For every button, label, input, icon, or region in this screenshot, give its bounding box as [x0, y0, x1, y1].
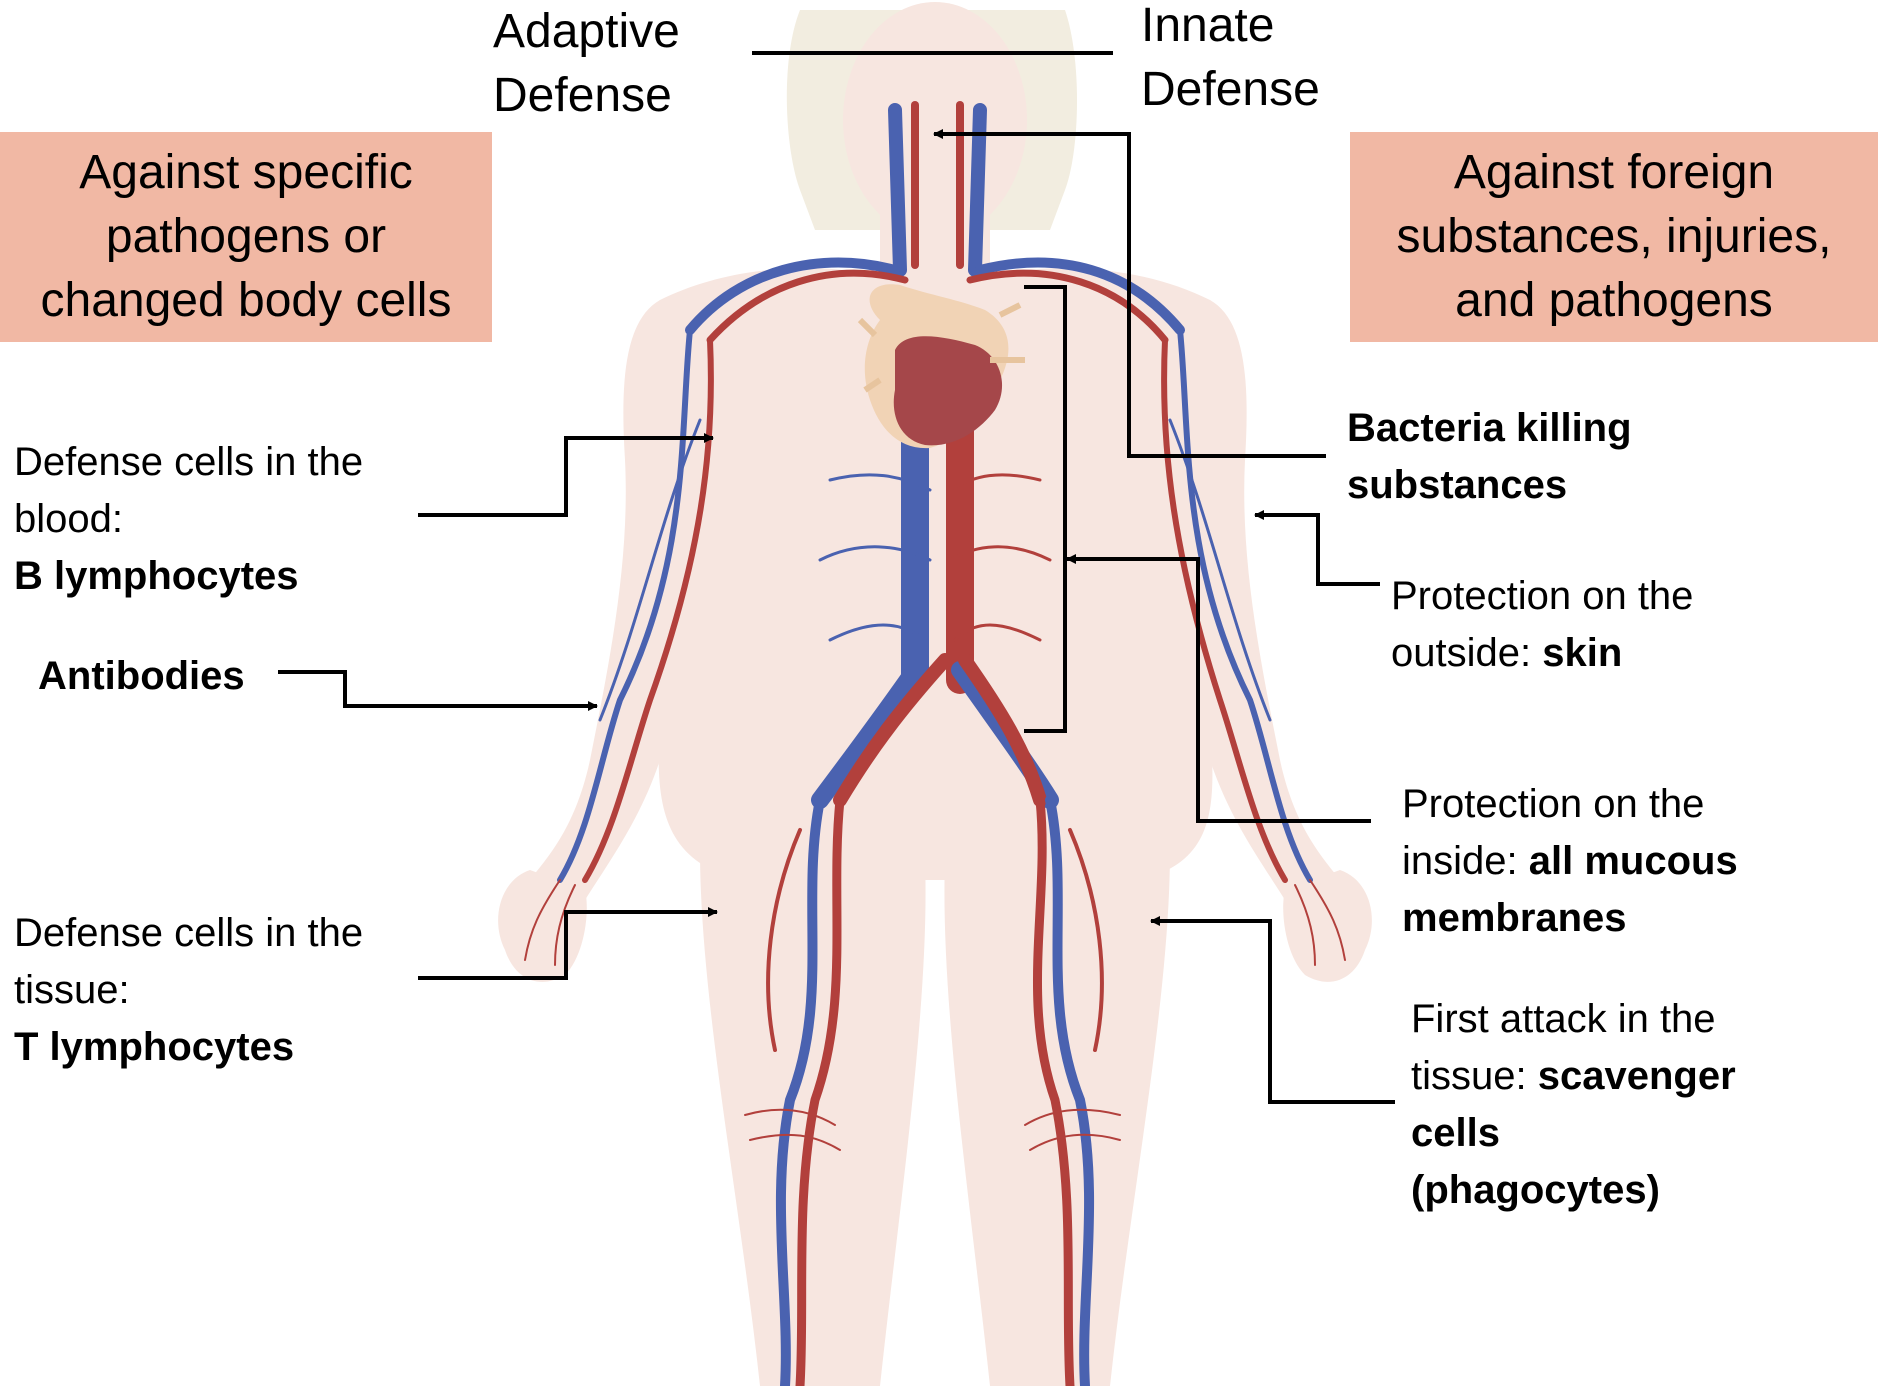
skin-line2-prefix: outside: [1391, 631, 1542, 675]
bacteria-line2: substances [1347, 457, 1632, 514]
mucous-line1: Protection on the [1402, 776, 1738, 833]
mucous-line2-bold: all mucous [1529, 839, 1738, 883]
innate-box-line2: substances, injuries, [1397, 205, 1832, 269]
skin-line1: Protection on the [1391, 568, 1693, 625]
bacteria-line1: Bacteria killing [1347, 400, 1632, 457]
label-antibodies: Antibodies [38, 648, 245, 705]
leader-antibodies [278, 672, 597, 706]
mucous-line2-prefix: inside: [1402, 839, 1529, 883]
adaptive-box-line3: changed body cells [41, 269, 452, 333]
blood-label-line1: Defense cells in the [14, 434, 363, 491]
phagocytes-line3: cells [1411, 1105, 1736, 1162]
blood-label-line3: B lymphocytes [14, 548, 363, 605]
innate-defense-heading: Innate Defense [1141, 0, 1320, 122]
phagocytes-line2-bold: scavenger [1538, 1054, 1736, 1098]
skin-line2: outside: skin [1391, 625, 1693, 682]
tissue-label-line3: T lymphocytes [14, 1019, 363, 1076]
leader-tissue-cells [418, 912, 717, 978]
label-phagocytes: First attack in the tissue: scavenger ce… [1411, 991, 1736, 1219]
innate-box-line3: and pathogens [1397, 269, 1832, 333]
innate-description-box: Against foreign substances, injuries, an… [1350, 132, 1878, 342]
adaptive-heading-line2: Defense [493, 64, 680, 128]
innate-heading-line2: Defense [1141, 58, 1320, 122]
blood-label-line2: blood: [14, 491, 363, 548]
mucous-line3: membranes [1402, 890, 1738, 947]
label-mucous-protection: Protection on the inside: all mucous mem… [1402, 776, 1738, 947]
phagocytes-line2-prefix: tissue: [1411, 1054, 1538, 1098]
innate-heading-line1: Innate [1141, 0, 1320, 58]
label-tissue-defense-cells: Defense cells in the tissue: T lymphocyt… [14, 905, 363, 1076]
phagocytes-line4: (phagocytes) [1411, 1162, 1736, 1219]
tissue-label-line2: tissue: [14, 962, 363, 1019]
skin-line2-bold: skin [1542, 631, 1622, 675]
adaptive-box-line2: pathogens or [41, 205, 452, 269]
adaptive-box-line1: Against specific [41, 141, 452, 205]
adaptive-description-box: Against specific pathogens or changed bo… [0, 132, 492, 342]
mucous-line2: inside: all mucous [1402, 833, 1738, 890]
phagocytes-line2: tissue: scavenger [1411, 1048, 1736, 1105]
label-bacteria-killing: Bacteria killing substances [1347, 400, 1632, 514]
tissue-label-line1: Defense cells in the [14, 905, 363, 962]
label-skin-protection: Protection on the outside: skin [1391, 568, 1693, 682]
adaptive-heading-line1: Adaptive [493, 0, 680, 64]
innate-box-line1: Against foreign [1397, 141, 1832, 205]
label-blood-defense-cells: Defense cells in the blood: B lymphocyte… [14, 434, 363, 605]
adaptive-defense-heading: Adaptive Defense [493, 0, 680, 128]
leader-skin [1255, 515, 1380, 584]
phagocytes-line1: First attack in the [1411, 991, 1736, 1048]
body-silhouette [498, 2, 1372, 1386]
